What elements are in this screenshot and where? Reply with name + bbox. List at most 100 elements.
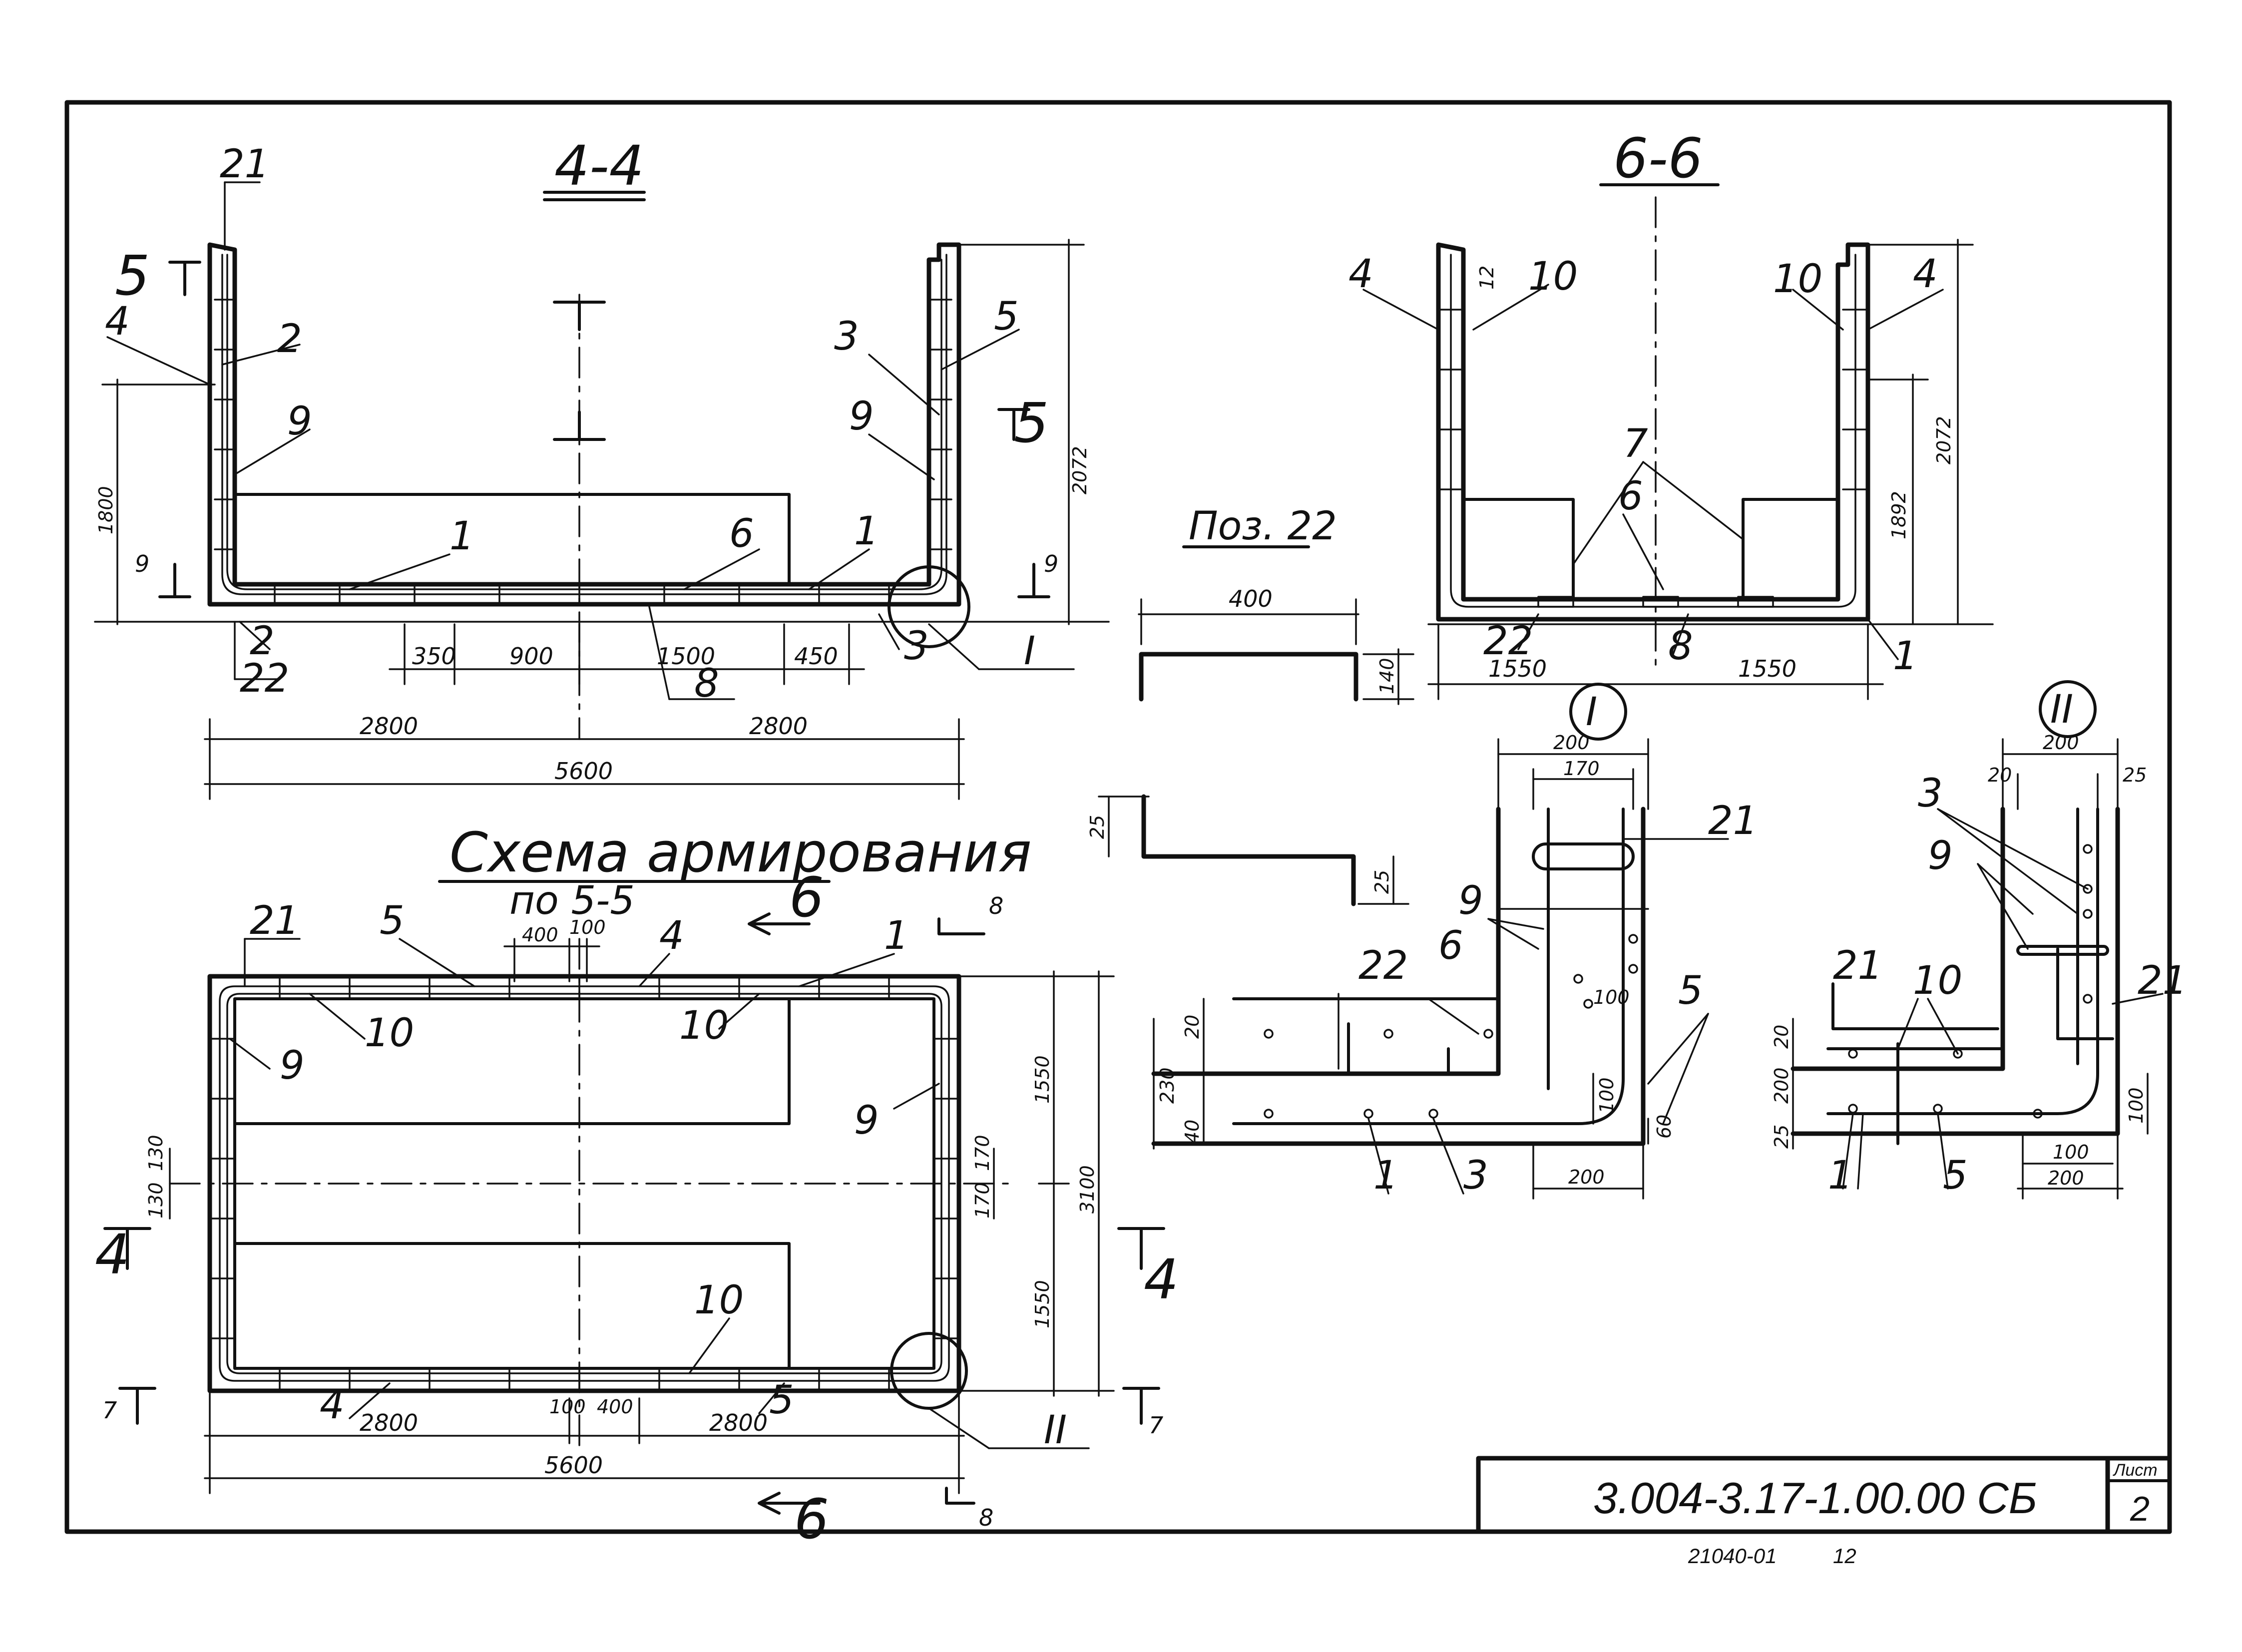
s44-callout-1b: 1 (854, 509, 879, 554)
scheme-callout-1: 1 (884, 913, 909, 958)
detail-II-dim-100b: 100 (2053, 1141, 2089, 1163)
s44-callout-4: 4 (105, 299, 130, 344)
scheme-dim-400b: 400 (597, 1396, 633, 1418)
scheme-marker-8b: 8 (979, 1504, 993, 1531)
scheme-dim-100b: 100 (549, 1396, 586, 1418)
s44-dim-900: 900 (509, 643, 553, 670)
detail-II: II 3 9 21 10 (1771, 680, 2187, 1200)
scheme-dim-5600: 5600 (544, 1452, 603, 1479)
detail-II-callout-9: 9 (1928, 833, 1953, 878)
s44-callout-3b: 3 (904, 624, 929, 669)
detail-I-dim-170: 170 (1563, 758, 1600, 780)
detail-I-callout-1: 1 (1373, 1153, 1398, 1198)
poz22-dim-400: 400 (1229, 585, 1273, 612)
detail-II-dim-25a: 25 (2123, 764, 2147, 786)
scheme-marker-6: 6 (789, 865, 824, 929)
detail-I-dim-20: 20 (1181, 1015, 1203, 1039)
section-4-4-title: 4-4 (554, 134, 644, 198)
scheme-callout-4b: 4 (320, 1383, 345, 1428)
s44-callout-2b: 2 (250, 619, 275, 664)
s44-dim-350: 350 (412, 643, 456, 670)
detail-I-dim-230: 230 (1156, 1067, 1178, 1104)
s44-callout-I: I (1024, 629, 1035, 674)
detail-I-callout-6: 6 (1438, 923, 1463, 968)
s66-callout-6: 6 (1618, 474, 1643, 519)
s66-dim-12: 12 (1476, 266, 1498, 290)
scheme-marker-7b: 7 (1149, 1412, 1163, 1439)
detail-II-dim-200a: 200 (2043, 732, 2079, 754)
s66-callout-4: 4 (1348, 252, 1373, 297)
s66-callout-10: 10 (1528, 254, 1578, 299)
drawing-code: 3.004-3.17-1.00.00 СБ (1593, 1473, 2037, 1523)
scheme-dim-2800b: 2800 (709, 1409, 768, 1436)
s44-dim-2072: 2072 (1069, 446, 1091, 494)
scheme-dim-170a: 170 (971, 1135, 993, 1171)
section-6-6-outline (1436, 242, 1870, 622)
scheme-title: Схема армирования (449, 821, 1032, 884)
detail-II-callout-3: 3 (1918, 771, 1943, 816)
detail-II-label: II (2050, 687, 2073, 732)
scheme-callout-9b: 9 (854, 1098, 879, 1143)
scheme-marker-4: 4 (95, 1223, 130, 1286)
scheme-dim-170b: 170 (971, 1182, 993, 1219)
s44-callout-1: 1 (449, 514, 474, 559)
scheme-callout-5: 5 (380, 898, 405, 943)
detail-I-dim-200b: 200 (1568, 1166, 1605, 1188)
scheme-dim-100: 100 (569, 916, 606, 938)
scheme-marker-8: 8 (989, 892, 1003, 919)
poz22-dim-25b: 25 (1371, 870, 1393, 894)
scheme-callout-21: 21 (250, 898, 299, 943)
reinforcement-scheme: Схема армирования по 5-5 (95, 821, 1179, 1551)
scheme-dim-3100: 3100 (1076, 1165, 1098, 1214)
scheme-callout-10b: 10 (679, 1003, 729, 1048)
scheme-callout-5b: 5 (769, 1378, 794, 1423)
scheme-dim-2800a: 2800 (360, 1409, 418, 1436)
detail-II-callout-21: 21 (1833, 943, 1882, 988)
s44-dim-2800a: 2800 (360, 713, 418, 740)
scheme-dim-130b: 130 (145, 1182, 167, 1219)
scheme-callout-9: 9 (280, 1043, 305, 1088)
scheme-callout-10: 10 (365, 1011, 414, 1056)
s66-dim-2072: 2072 (1933, 416, 1955, 464)
s66-callout-1: 1 (1893, 634, 1918, 679)
detail-II-dim-200c: 200 (2048, 1167, 2084, 1189)
poz22-dim-140: 140 (1376, 658, 1398, 694)
s44-callout-22: 22 (240, 656, 289, 701)
sheet-number: 2 (2130, 1489, 2150, 1528)
scheme-subtitle: по 5-5 (509, 878, 635, 923)
scheme-dim-130a: 130 (145, 1135, 167, 1171)
s44-callout-21: 21 (220, 142, 269, 187)
s66-callout-4b: 4 (1913, 252, 1938, 297)
detail-II-dim-200b: 200 (1771, 1067, 1793, 1104)
s44-marker-9b: 9 (1044, 550, 1058, 577)
s44-dim-5600: 5600 (554, 758, 613, 785)
s66-dim-1892: 1892 (1888, 491, 1910, 539)
scheme-callout-II: II (1044, 1408, 1067, 1453)
detail-II-dim-20a: 20 (1988, 764, 2012, 786)
s44-callout-9b: 9 (849, 394, 874, 439)
sheet-label: Лист (2113, 1461, 2158, 1480)
s44-dim-450: 450 (794, 643, 838, 670)
detail-I-callout-21: 21 (1708, 799, 1758, 843)
scheme-dim-1550a: 1550 (1031, 1055, 1053, 1104)
detail-I-dim-100a: 100 (1593, 986, 1630, 1008)
detail-I-label: I (1586, 690, 1597, 735)
s44-dim-1500: 1500 (657, 643, 715, 670)
section-6-6: 6-6 4 10 10 4 (1348, 126, 1994, 700)
scheme-marker-7: 7 (102, 1397, 117, 1424)
poz22-dim-25a: 25 (1086, 815, 1108, 839)
s44-callout-5: 5 (994, 294, 1019, 339)
section-6-6-title: 6-6 (1613, 126, 1703, 190)
archive-number: 21040-01 (1688, 1544, 1777, 1568)
scheme-dim-1550b: 1550 (1031, 1280, 1053, 1328)
detail-II-callout-10: 10 (1913, 958, 1962, 1003)
detail-I-callout-22: 22 (1358, 943, 1408, 988)
detail-II-dim-25b: 25 (1771, 1125, 1793, 1149)
tank-outline (207, 242, 961, 607)
s44-callout-6: 6 (729, 511, 754, 556)
detail-I-callout-5: 5 (1678, 968, 1703, 1013)
s66-callout-22: 22 (1483, 619, 1533, 664)
detail-II-callout-5: 5 (1943, 1153, 1968, 1198)
s66-dim-1550a: 1550 (1488, 655, 1547, 682)
